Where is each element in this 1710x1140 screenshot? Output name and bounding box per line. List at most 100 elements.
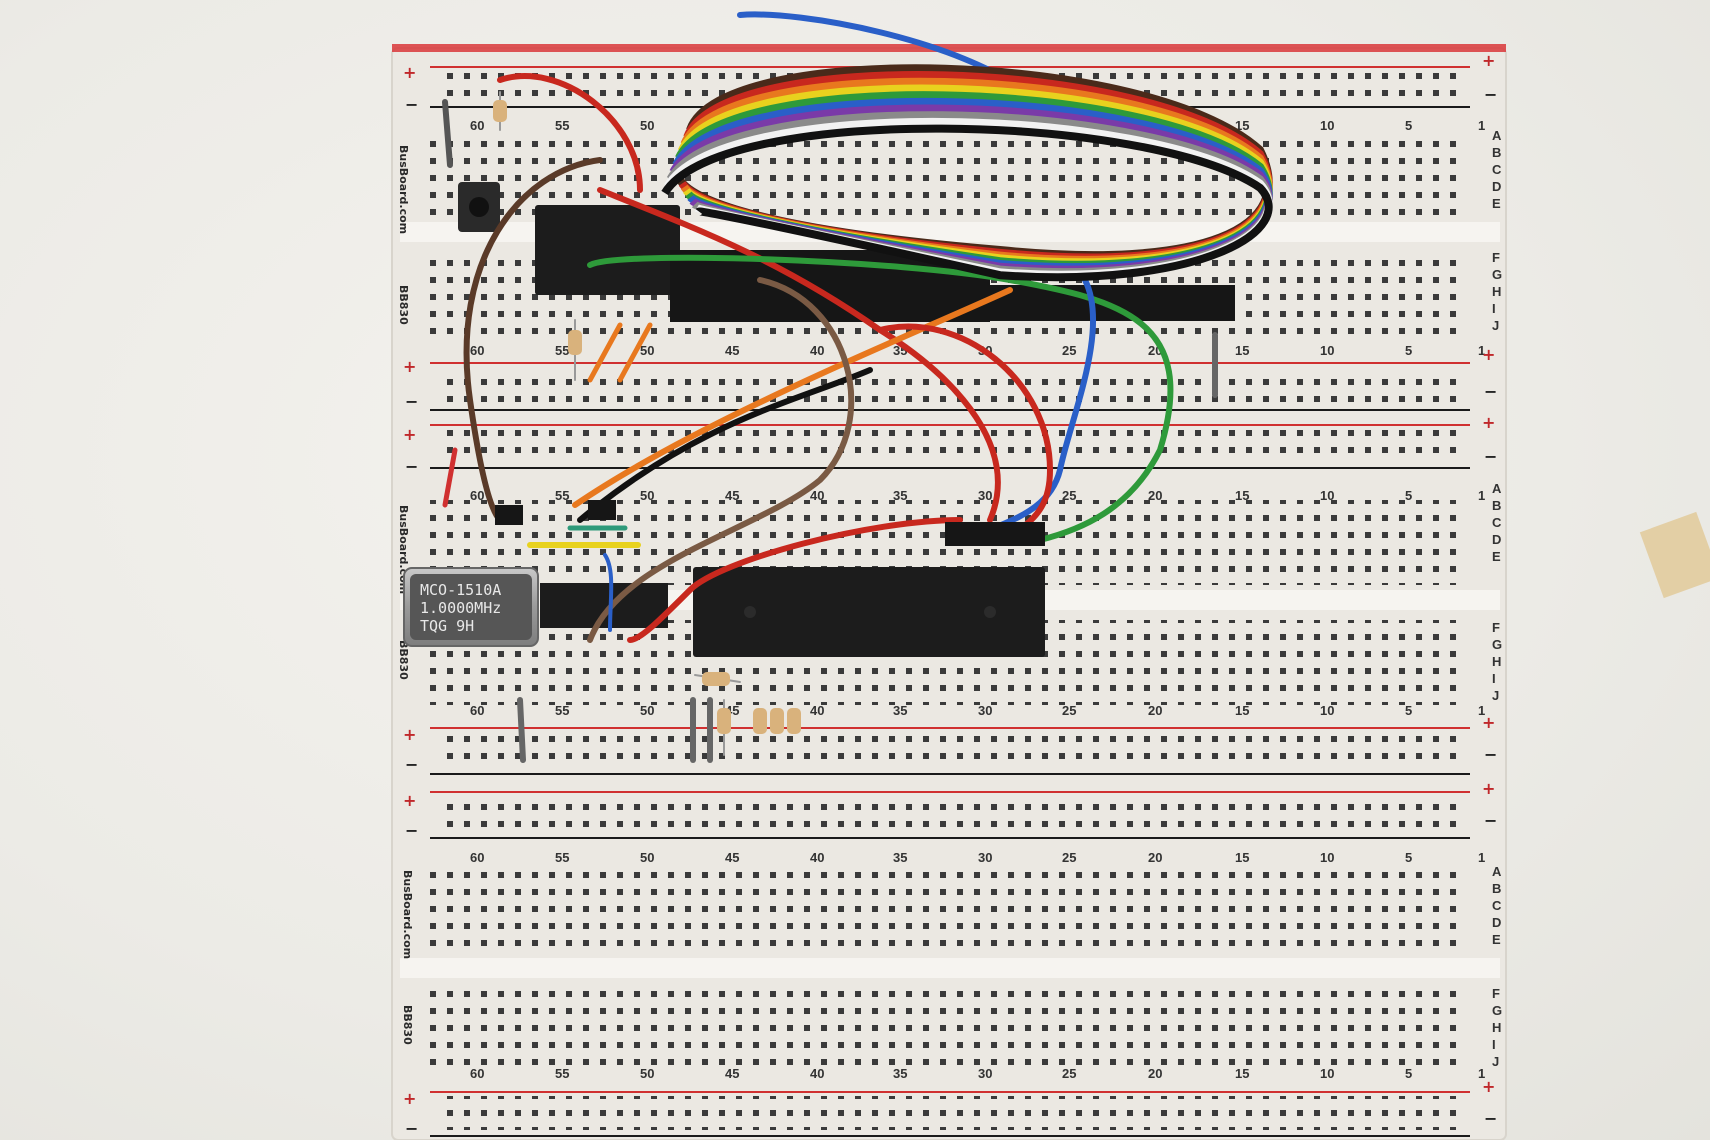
column-number: 55 — [555, 343, 569, 358]
column-number: 35 — [893, 703, 907, 718]
oscillator-line-3: TQG 9H — [420, 617, 474, 635]
row-letter: F — [1492, 620, 1500, 635]
model-label: BB830 — [397, 285, 410, 325]
row-letter: I — [1492, 1037, 1496, 1052]
rail-plus-sign: + — [1482, 1077, 1495, 1096]
brand-label: BusBoard.com — [397, 145, 410, 234]
column-number: 15 — [1235, 488, 1249, 503]
column-number: 45 — [725, 343, 739, 358]
column-number: 5 — [1405, 1066, 1412, 1081]
column-number: 45 — [725, 850, 739, 865]
rail-plus-sign: + — [403, 1089, 416, 1108]
column-number: 15 — [1235, 850, 1249, 865]
column-number: 40 — [810, 1066, 824, 1081]
brand-label: BusBoard.com — [401, 870, 414, 959]
row-letter: A — [1492, 481, 1502, 496]
column-number: 20 — [1148, 488, 1162, 503]
short-jumpers — [442, 99, 1218, 763]
column-number: 25 — [1062, 488, 1076, 503]
ribbon-wire — [661, 124, 1273, 282]
rail-minus-sign: − — [405, 1119, 418, 1138]
column-number: 50 — [640, 118, 654, 133]
row-letter: I — [1492, 671, 1496, 686]
row-letter: E — [1492, 549, 1501, 564]
rail-plus-sign: + — [403, 357, 416, 376]
rail-plus-sign: + — [403, 63, 416, 82]
breadboard-3 — [400, 791, 1500, 1137]
rail-minus-sign: − — [1484, 447, 1497, 466]
column-number: 60 — [470, 118, 484, 133]
rail-minus-sign: − — [1484, 85, 1497, 104]
row-letter: B — [1492, 881, 1501, 896]
column-number: 25 — [1062, 703, 1076, 718]
column-number: 40 — [810, 850, 824, 865]
column-number: 25 — [1062, 850, 1076, 865]
column-number: 55 — [555, 488, 569, 503]
row-letter: E — [1492, 932, 1501, 947]
row-letter: C — [1492, 515, 1502, 530]
column-number: 1 — [1478, 343, 1485, 358]
rail-minus-sign: − — [405, 821, 418, 840]
column-number: 10 — [1320, 488, 1334, 503]
row-letter: I — [1492, 301, 1496, 316]
column-number: 5 — [1405, 343, 1412, 358]
oscillator-line-1: MCO-1510A — [420, 581, 501, 599]
column-number: 55 — [555, 118, 569, 133]
ribbon-cable — [661, 64, 1273, 282]
column-number: 15 — [1235, 703, 1249, 718]
column-number: 5 — [1405, 703, 1412, 718]
connector-plug-mid — [588, 500, 616, 520]
rail-plus-sign: + — [1482, 713, 1495, 732]
column-number: 10 — [1320, 703, 1334, 718]
model-label: BB830 — [397, 640, 410, 680]
row-letter: B — [1492, 145, 1501, 160]
column-number: 25 — [1062, 343, 1076, 358]
rail-minus-sign: − — [405, 95, 418, 114]
column-number: 40 — [810, 343, 824, 358]
row-letter: D — [1492, 915, 1501, 930]
column-number: 50 — [640, 703, 654, 718]
column-number: 45 — [725, 488, 739, 503]
resistors — [493, 91, 801, 756]
row-letter: C — [1492, 162, 1502, 177]
rail-plus-sign: + — [403, 425, 416, 444]
column-number: 15 — [1235, 343, 1249, 358]
column-number: 10 — [1320, 343, 1334, 358]
row-letter: E — [1492, 196, 1501, 211]
column-number: 60 — [470, 343, 484, 358]
row-letter: D — [1492, 179, 1501, 194]
column-number: 50 — [640, 850, 654, 865]
column-number: 30 — [978, 488, 992, 503]
row-letter: H — [1492, 654, 1501, 669]
model-label: BB830 — [401, 1005, 414, 1045]
crystal-oscillator: MCO-1510A 1.0000MHz TQG 9H — [403, 567, 539, 647]
rail-minus-sign: − — [1484, 1109, 1497, 1128]
rail-plus-sign: + — [403, 725, 416, 744]
column-number: 50 — [640, 488, 654, 503]
row-letter: B — [1492, 498, 1501, 513]
row-letter: G — [1492, 267, 1502, 282]
column-number: 35 — [893, 488, 907, 503]
ic-chip-main — [693, 567, 1045, 657]
column-number: 5 — [1405, 488, 1412, 503]
column-number: 10 — [1320, 850, 1334, 865]
ic-chip-small — [540, 583, 668, 628]
rail-plus-sign: + — [1482, 51, 1495, 70]
row-letter: J — [1492, 318, 1499, 333]
column-number: 5 — [1405, 118, 1412, 133]
column-number: 50 — [640, 343, 654, 358]
row-letter: J — [1492, 688, 1499, 703]
oscillator-line-2: 1.0000MHz — [420, 599, 501, 617]
rail-minus-sign: − — [1484, 745, 1497, 764]
column-number: 30 — [978, 1066, 992, 1081]
row-letter: D — [1492, 532, 1501, 547]
column-number: 45 — [725, 1066, 739, 1081]
column-number: 30 — [978, 850, 992, 865]
row-letter: A — [1492, 864, 1502, 879]
rail-plus-sign: + — [1482, 413, 1495, 432]
column-number: 40 — [810, 703, 824, 718]
row-letter: H — [1492, 284, 1501, 299]
rail-plus-sign: + — [1482, 345, 1495, 364]
column-number: 55 — [555, 850, 569, 865]
